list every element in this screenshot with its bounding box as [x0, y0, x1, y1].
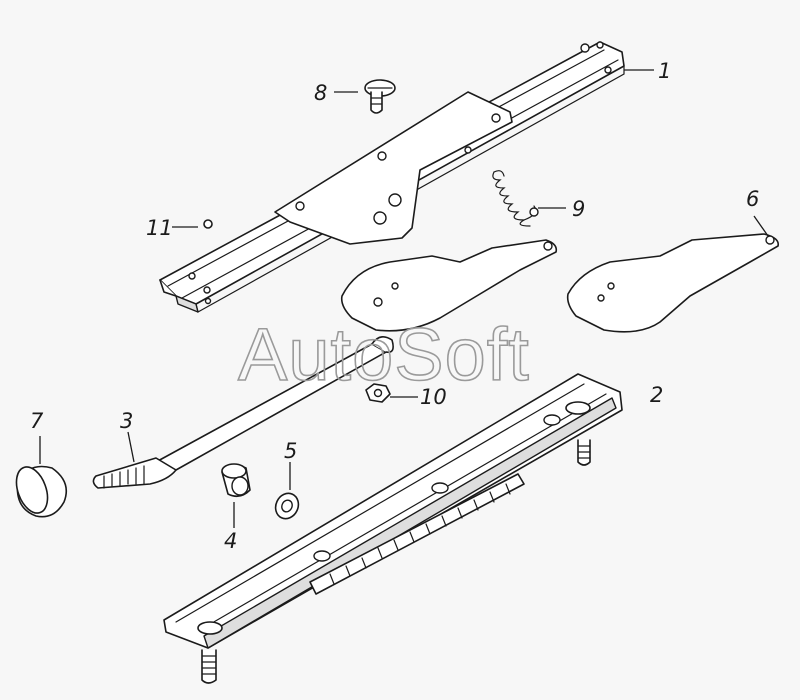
part-10-nut: [365, 383, 391, 403]
callout-4: 4: [224, 529, 237, 553]
part-4-bushing: [221, 463, 251, 498]
callout-6: 6: [746, 187, 759, 211]
handle-lever-plate: [340, 239, 558, 332]
callout-8: 8: [314, 81, 327, 105]
callout-10: 10: [420, 385, 447, 409]
part-3-handle-rod: [92, 336, 394, 489]
callout-11: 11: [146, 216, 173, 240]
part-6-lever-plate: [566, 233, 780, 333]
part-7-knob: [15, 465, 68, 518]
callout-7: 7: [30, 409, 44, 433]
part-9-spring: [492, 170, 539, 227]
callout-1: 1: [658, 59, 671, 83]
callout-3: 3: [120, 409, 133, 433]
callout-leaders: [39, 69, 769, 528]
callout-2: 2: [650, 383, 663, 407]
part-2-lower-slide-rail: [163, 373, 623, 684]
part-8-screw: [364, 79, 396, 114]
rail-mounting-plate: [274, 91, 513, 245]
watermark-text: AutoSoft: [238, 313, 530, 396]
callout-5: 5: [284, 439, 297, 463]
callout-9: 9: [572, 197, 585, 221]
part-5-washer: [274, 492, 300, 520]
part-11-ball: [203, 219, 213, 229]
